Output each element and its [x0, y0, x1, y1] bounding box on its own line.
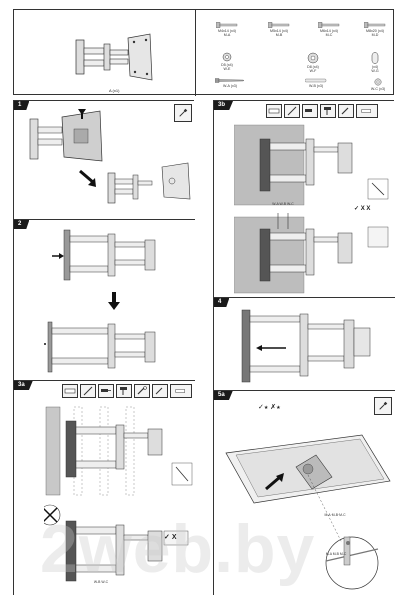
step-3a-illustration — [44, 406, 193, 582]
step-5a-illustration — [225, 434, 391, 590]
lag-bolt-w-a: W-A (x3) — [210, 78, 250, 89]
screw-m-a: M4x14 (x4) M-A — [210, 22, 244, 37]
step-3a-panel: 3a — [14, 381, 195, 596]
wrench-tool-icon — [338, 104, 354, 118]
part-code: D8 (x4) — [307, 65, 319, 69]
step-2-label: 2 — [14, 220, 30, 229]
wall-mount-illustration — [75, 33, 153, 81]
separator — [214, 297, 395, 298]
part-code: M5x14 (x4) — [270, 29, 288, 33]
bolt-label-wa-wb-wc: W-A W-B W-C — [272, 202, 294, 206]
part-code: (x4) — [371, 65, 379, 69]
separator — [214, 390, 395, 391]
check-mark: ✓ X X — [354, 206, 371, 212]
drill-tool-icon — [98, 384, 114, 398]
step-3b-illustration — [234, 124, 389, 294]
step-1-label: 1 — [14, 101, 30, 110]
level-tool-icon — [266, 104, 282, 118]
washer-w-c: W-C (x3) — [358, 78, 398, 92]
step-4-illustration — [241, 309, 371, 383]
screw-m-b: M5x14 (x4) M-B — [262, 22, 296, 37]
socket-tool-icon — [356, 104, 378, 118]
step-1-panel: 1 — [14, 101, 195, 219]
spacer-w-g: (x4) W-G — [358, 52, 392, 73]
step-4-panel: 4 — [214, 298, 395, 390]
drill-tool-icon — [302, 104, 318, 118]
parts-list-header: A (x1) M4x14 (x4) M-A M5x14 (x4) M-B M6x… — [13, 9, 394, 96]
x-mark: X — [171, 534, 177, 541]
step-5a-label: 5a — [214, 391, 233, 400]
screw-m-c: M6x14 (x4) M-C — [312, 22, 346, 37]
separator — [14, 380, 195, 381]
part-id: W-E — [223, 66, 231, 71]
part-code: W-B (x3) — [308, 84, 324, 88]
part-id: M-D — [371, 32, 379, 37]
washer-w-f: D8 (x4) W-F — [296, 52, 330, 73]
part-id: W-F — [309, 68, 317, 73]
bolt-label-wb-wc: W-B W-C — [93, 580, 109, 584]
hammer-tool-icon — [116, 384, 132, 398]
right-instruction-column: 3b W-A W-B W-C — [213, 100, 395, 596]
left-instruction-column: 1 2 — [13, 100, 195, 596]
level-tool-icon — [62, 384, 78, 398]
separator — [14, 219, 195, 220]
step-3b-label: 3b — [214, 101, 234, 110]
screwdriver-tool-icon — [174, 104, 192, 122]
step-4-label: 4 — [214, 298, 230, 307]
washer-w-e: D5 (x4) W-E — [210, 52, 244, 71]
part-code: W-C (x3) — [370, 87, 386, 91]
screwdriver-tool-icon — [152, 384, 168, 398]
part-id: M-C — [325, 32, 333, 37]
mount-label: A (x1) — [109, 88, 120, 93]
part-id: M-A — [223, 32, 231, 37]
anchor-w-b: W-B (x3) — [296, 78, 336, 89]
part-code: M8x20 (x4) — [366, 29, 384, 33]
pencil-tool-icon — [284, 104, 300, 118]
step-3a-label: 3a — [14, 381, 33, 390]
hammer-tool-icon — [320, 104, 336, 118]
step-3b-panel: 3b W-A W-B W-C — [214, 101, 395, 297]
screwdriver-tool-icon — [374, 397, 392, 415]
part-code: D5 (x4) — [221, 63, 233, 67]
step-5a-panel: 5a ✓★ ✗★ M-A·M-B·M-C M-A M-B M-C — [214, 391, 395, 596]
part-code: M6x14 (x4) — [320, 29, 338, 33]
step-1-illustration — [29, 109, 191, 204]
screw-m-d: M8x20 (x4) M-D — [358, 22, 392, 37]
check-mark: ✓ X — [164, 534, 177, 541]
wrench-tool-icon — [134, 384, 150, 398]
part-code: M4x14 (x4) — [218, 29, 236, 33]
part-id: W-G — [371, 68, 379, 73]
screw-label-m-abcd: M-A·M-B·M-C — [324, 513, 346, 517]
socket-tool-icon — [170, 384, 192, 398]
header-divider — [195, 10, 196, 96]
compatibility-marks: ✓★ ✗★ — [258, 404, 281, 411]
part-code: W-A (x3) — [223, 84, 237, 88]
screw-label-mb: M-A M-B M-C — [325, 552, 347, 556]
pencil-tool-icon — [80, 384, 96, 398]
step-2-illustration — [44, 229, 156, 373]
part-id: M-B — [275, 32, 283, 37]
step-2-panel: 2 — [14, 220, 195, 380]
